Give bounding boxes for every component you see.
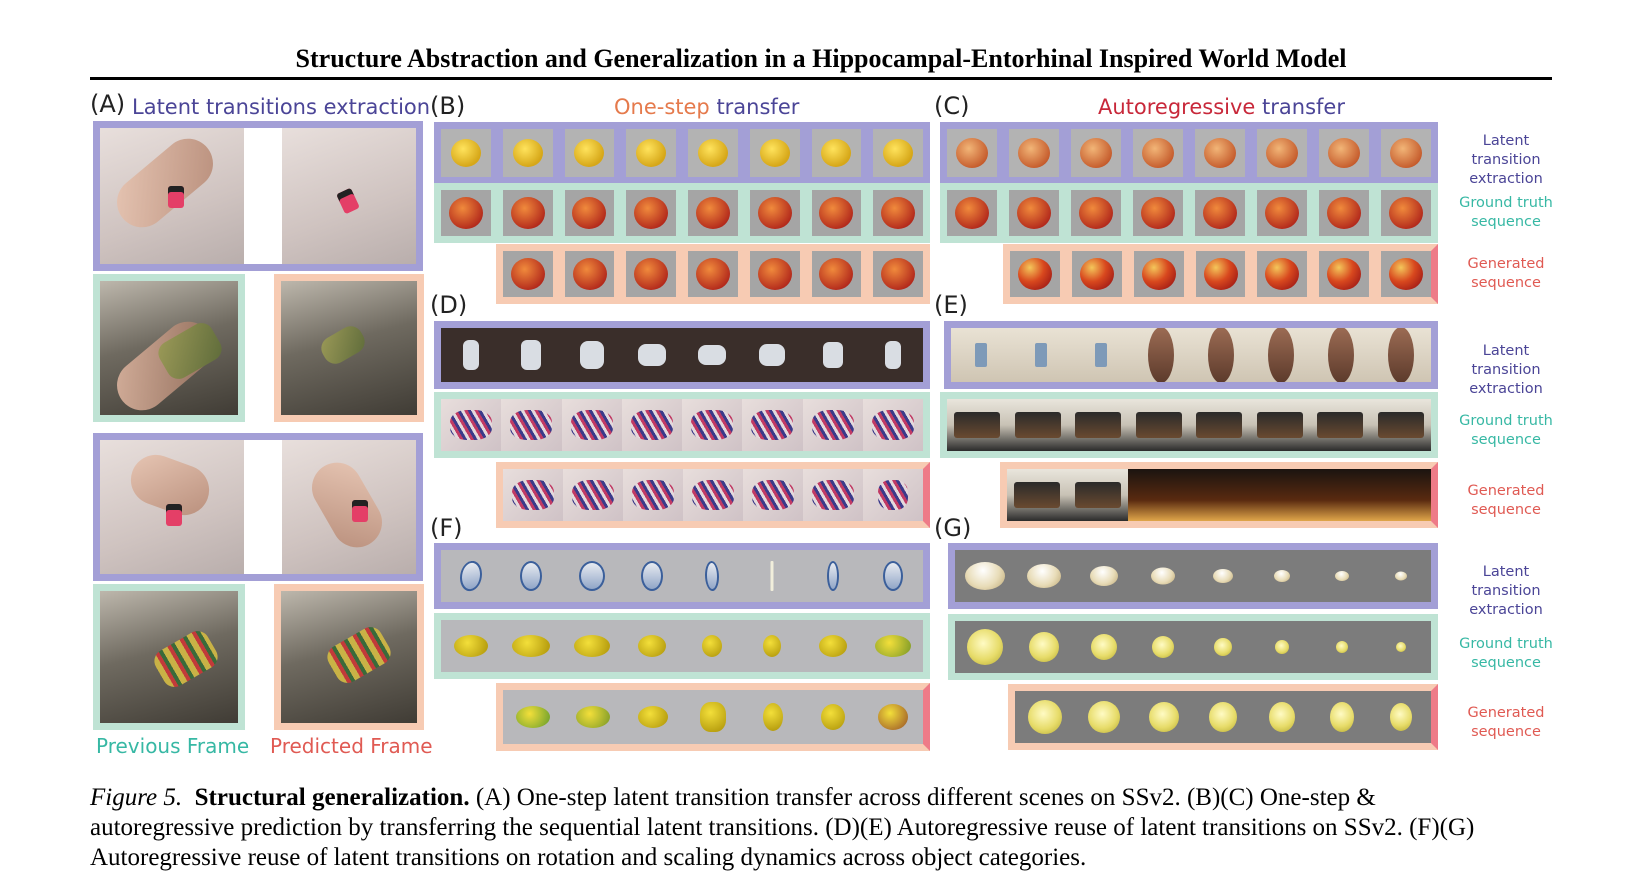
row-label-ground-truth-fg: Ground truth sequence	[1446, 635, 1566, 673]
panel-f-generated-row	[496, 683, 930, 751]
panel-a-frame-2b	[282, 440, 416, 574]
panel-b-heading-rest: transfer	[709, 95, 800, 119]
row-label-generated-line2: sequence	[1471, 724, 1541, 740]
row-label-ground-truth-line1: Ground truth	[1459, 195, 1553, 211]
caption-figure-label: Figure 5.	[90, 784, 183, 811]
row-label-ground-truth-line2: sequence	[1471, 655, 1541, 671]
panel-a-previous-frame-1	[93, 274, 245, 422]
panel-d-latent-row	[434, 321, 930, 389]
panel-a-predicted-frame-2	[274, 584, 424, 730]
caption-line2: autoregressive prediction by transferrin…	[90, 814, 1475, 841]
panel-g-generated-row	[1008, 684, 1438, 750]
row-label-latent-line2: extraction	[1469, 171, 1543, 187]
panel-b-heading: One-step transfer	[614, 94, 799, 120]
caption-heading: Structural generalization.	[194, 784, 470, 811]
panel-a-latent-pair-2	[93, 433, 423, 581]
panel-a-frame-1a	[100, 128, 244, 264]
predicted-frame-label: Predicted Frame	[270, 734, 433, 758]
panel-e-generated-row	[1000, 462, 1438, 528]
panel-c-letter: (C)	[934, 92, 970, 120]
panel-a-letter: (A)	[90, 90, 126, 118]
row-label-generated-line1: Generated	[1467, 256, 1545, 272]
panel-g-ground-truth-row	[948, 614, 1438, 680]
row-label-latent-line1: Latent transition	[1471, 564, 1541, 599]
figure-caption: Figure 5. Structural generalization. (A)…	[90, 783, 1552, 873]
panel-c-heading: Autoregressive transfer	[1098, 94, 1345, 120]
row-label-generated-line2: sequence	[1471, 502, 1541, 518]
row-label-latent-de: Latent transition extraction	[1446, 342, 1566, 399]
panel-b-generated-row	[496, 244, 930, 304]
panel-c-heading-rest: transfer	[1255, 95, 1345, 119]
panel-b-heading-accent: One-step	[614, 95, 710, 119]
row-label-latent-line1: Latent transition	[1471, 343, 1541, 378]
panel-a-heading: Latent transitions extraction	[132, 95, 431, 119]
panel-g-letter: (G)	[934, 514, 972, 542]
panel-c-generated-row	[1003, 244, 1438, 304]
row-label-latent-line1: Latent transition	[1471, 133, 1541, 168]
panel-g-latent-row	[948, 543, 1438, 609]
panel-f-letter: (F)	[430, 514, 463, 542]
panel-c-latent-row	[940, 122, 1438, 184]
row-label-latent-fg: Latent transition extraction	[1446, 563, 1566, 620]
row-label-ground-truth-line1: Ground truth	[1459, 413, 1553, 429]
paper-running-title: Structure Abstraction and Generalization…	[295, 44, 1347, 73]
panel-d-letter: (D)	[430, 291, 468, 319]
row-label-latent-bc: Latent transition extraction	[1446, 132, 1566, 189]
panel-f-ground-truth-row	[434, 613, 930, 679]
row-label-ground-truth-line2: sequence	[1471, 214, 1541, 230]
row-label-ground-truth-de: Ground truth sequence	[1446, 412, 1566, 450]
previous-frame-label: Previous Frame	[96, 734, 250, 758]
caption-line1: (A) One-step latent transition transfer …	[469, 784, 1376, 811]
row-label-latent-line2: extraction	[1469, 602, 1543, 618]
panel-d-generated-row	[496, 462, 930, 528]
panel-c-ground-truth-row	[940, 183, 1438, 243]
row-label-generated-line1: Generated	[1467, 483, 1545, 499]
row-label-latent-line2: extraction	[1469, 381, 1543, 397]
panel-e-ground-truth-row	[940, 392, 1438, 458]
panel-f-latent-row	[434, 543, 930, 609]
row-label-generated-line1: Generated	[1467, 705, 1545, 721]
row-label-ground-truth-line2: sequence	[1471, 432, 1541, 448]
row-label-ground-truth-line1: Ground truth	[1459, 636, 1553, 652]
panel-b-letter: (B)	[430, 92, 466, 120]
panel-d-ground-truth-row	[434, 392, 930, 458]
row-label-ground-truth-bc: Ground truth sequence	[1446, 194, 1566, 232]
row-label-generated-line2: sequence	[1471, 275, 1541, 291]
panel-a-frame-1b	[282, 128, 416, 264]
title-divider	[90, 77, 1552, 80]
row-label-generated-fg: Generated sequence	[1446, 704, 1566, 742]
panel-a-latent-pair-1	[93, 121, 423, 271]
panel-c-heading-accent: Autoregressive	[1098, 95, 1256, 119]
panel-a-predicted-frame-1	[274, 274, 424, 422]
panel-b-latent-row	[434, 122, 930, 184]
panel-e-letter: (E)	[934, 291, 968, 319]
row-label-generated-bc: Generated sequence	[1446, 255, 1566, 293]
panel-a-frame-2a	[100, 440, 244, 574]
panel-e-latent-row	[944, 321, 1438, 389]
panel-a-previous-frame-2	[93, 584, 245, 730]
panel-b-ground-truth-row	[434, 183, 930, 243]
caption-line3: Autoregressive reuse of latent transitio…	[90, 844, 1087, 871]
row-label-generated-de: Generated sequence	[1446, 482, 1566, 520]
